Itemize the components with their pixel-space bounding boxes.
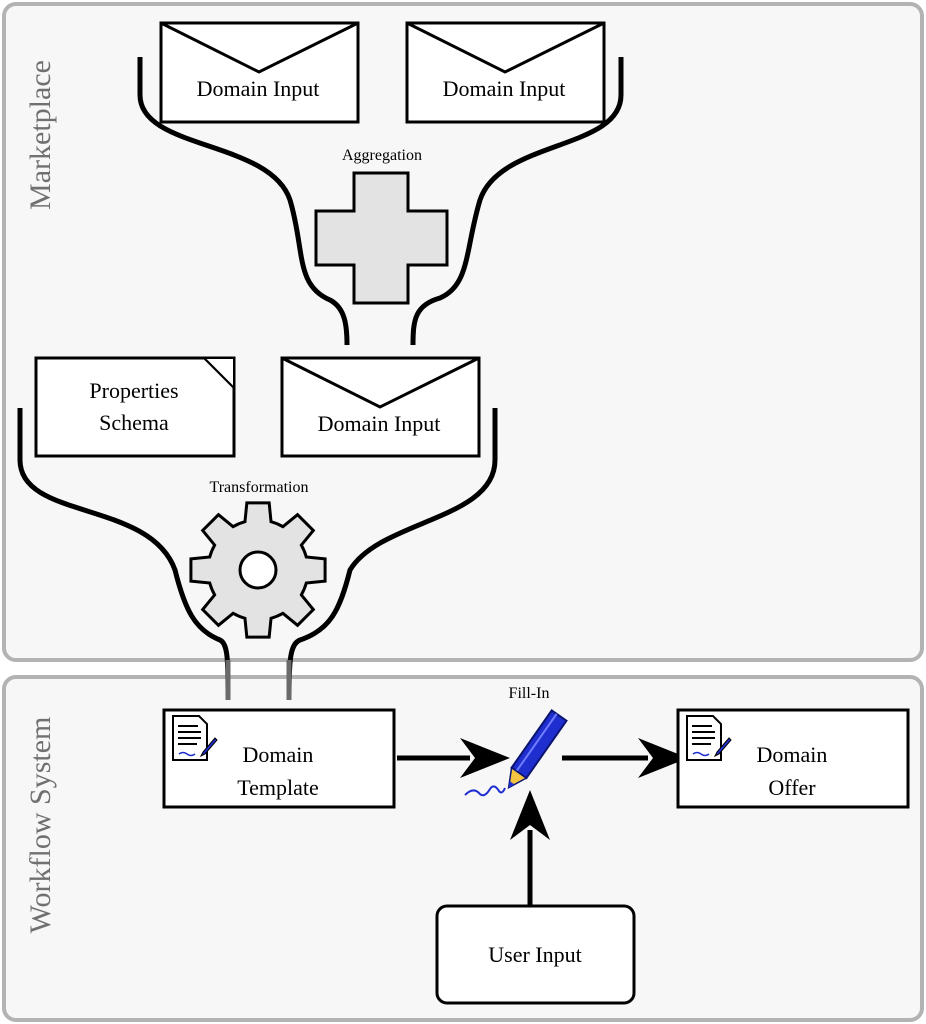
- user-input-label: User Input: [488, 942, 581, 967]
- domain-input-top-left-label: Domain Input: [197, 76, 320, 101]
- gear-icon: [189, 501, 327, 639]
- domain-offer-box[interactable]: Domain Offer: [676, 708, 910, 809]
- document-icon: [686, 715, 732, 761]
- offer-line2: Offer: [768, 775, 816, 800]
- fill-in-operation: Fill-In: [464, 685, 568, 797]
- plus-icon: [314, 171, 449, 305]
- marketplace-lane: Marketplace: [2, 2, 924, 662]
- properties-schema-box[interactable]: Properties Schema: [34, 356, 236, 458]
- schema-line2: Schema: [99, 410, 169, 435]
- template-line2: Template: [237, 775, 319, 800]
- domain-input-middle[interactable]: Domain Input: [280, 356, 481, 458]
- domain-input-top-right-label: Domain Input: [443, 76, 566, 101]
- signature-squiggle: [464, 785, 506, 797]
- envelope-icon: [406, 21, 605, 74]
- domain-input-top-right[interactable]: Domain Input: [405, 21, 606, 124]
- aggregation-funnel-lines: [137, 57, 624, 346]
- document-icon: [172, 715, 218, 761]
- envelope-icon: [281, 356, 480, 409]
- offer-line1: Domain: [757, 742, 828, 767]
- fill-in-label: Fill-In: [509, 685, 550, 702]
- schema-line1: Properties: [89, 378, 178, 403]
- transformation-label: Transformation: [210, 479, 309, 496]
- domain-input-top-left[interactable]: Domain Input: [159, 21, 360, 124]
- domain-template-box[interactable]: Domain Template: [162, 708, 396, 809]
- transformation-funnel-lines: [17, 408, 498, 701]
- aggregation-label: Aggregation: [342, 147, 422, 164]
- pencil-icon: [507, 709, 568, 790]
- domain-input-middle-label: Domain Input: [318, 411, 441, 436]
- arrows: [397, 738, 688, 906]
- transformation-operation: Transformation: [189, 479, 327, 639]
- template-line1: Domain: [243, 742, 314, 767]
- envelope-icon: [160, 21, 359, 74]
- workflow-label: Workflow System: [24, 717, 57, 934]
- aggregation-operation: Aggregation: [314, 147, 449, 305]
- user-input-box[interactable]: User Input: [435, 904, 636, 1005]
- marketplace-label: Marketplace: [24, 60, 57, 210]
